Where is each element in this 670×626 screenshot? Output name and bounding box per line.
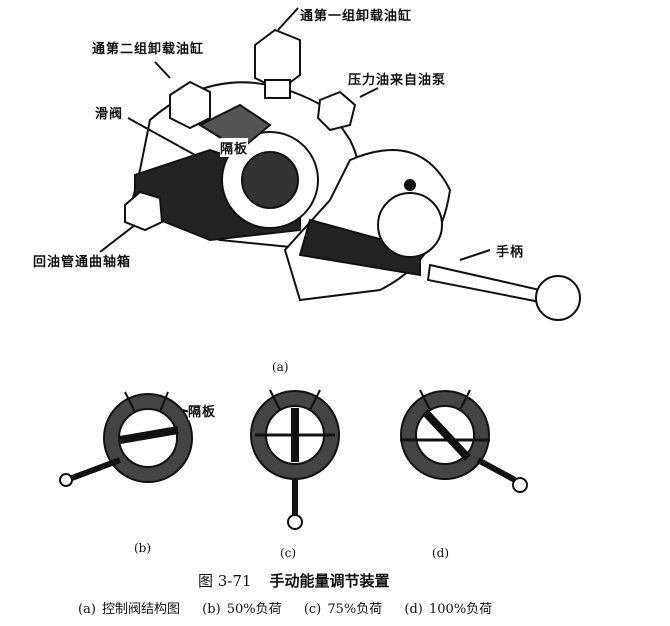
position-d-drawing bbox=[400, 389, 528, 493]
handle-assembly bbox=[283, 149, 581, 321]
label-first-group: 通第一组卸载油缸 bbox=[300, 9, 413, 24]
caption-c: (c) 75%负荷 bbox=[303, 602, 383, 617]
label-partition-a: 隔板 bbox=[220, 138, 249, 157]
label-second-group: 通第二组卸载油缸 bbox=[92, 42, 205, 57]
sublabel-a: (a) bbox=[272, 360, 289, 374]
sublabel-d: (d) bbox=[432, 546, 450, 560]
label-pressure-oil: 压力油来自油泵 bbox=[348, 73, 447, 88]
sublabel-c: (c) bbox=[280, 546, 297, 560]
label-partition-b: 隔板 bbox=[188, 401, 217, 420]
position-c-drawing bbox=[250, 389, 340, 530]
caption-a: (a) 控制阀结构图 bbox=[78, 602, 181, 617]
caption-b: (b) 50%负荷 bbox=[202, 602, 282, 617]
position-b-drawing bbox=[59, 391, 193, 487]
figure-name: 手动能量调节装置 bbox=[269, 572, 390, 590]
figure-caption: (a) 控制阀结构图 (b) 50%负荷 (c) 75%负荷 (d) 100%负… bbox=[78, 598, 508, 617]
caption-d: (d) 100%负荷 bbox=[404, 602, 493, 617]
label-handle: 手柄 bbox=[496, 245, 525, 260]
label-return-pipe: 回油管通曲轴箱 bbox=[33, 255, 132, 270]
label-slide-valve: 滑阀 bbox=[95, 107, 124, 122]
valve-body-assembly bbox=[124, 28, 361, 252]
figure-title: 图 3-71 手动能量调节装置 bbox=[198, 570, 389, 591]
figure-number: 图 3-71 bbox=[198, 572, 252, 590]
sublabel-b: (b) bbox=[134, 541, 152, 555]
